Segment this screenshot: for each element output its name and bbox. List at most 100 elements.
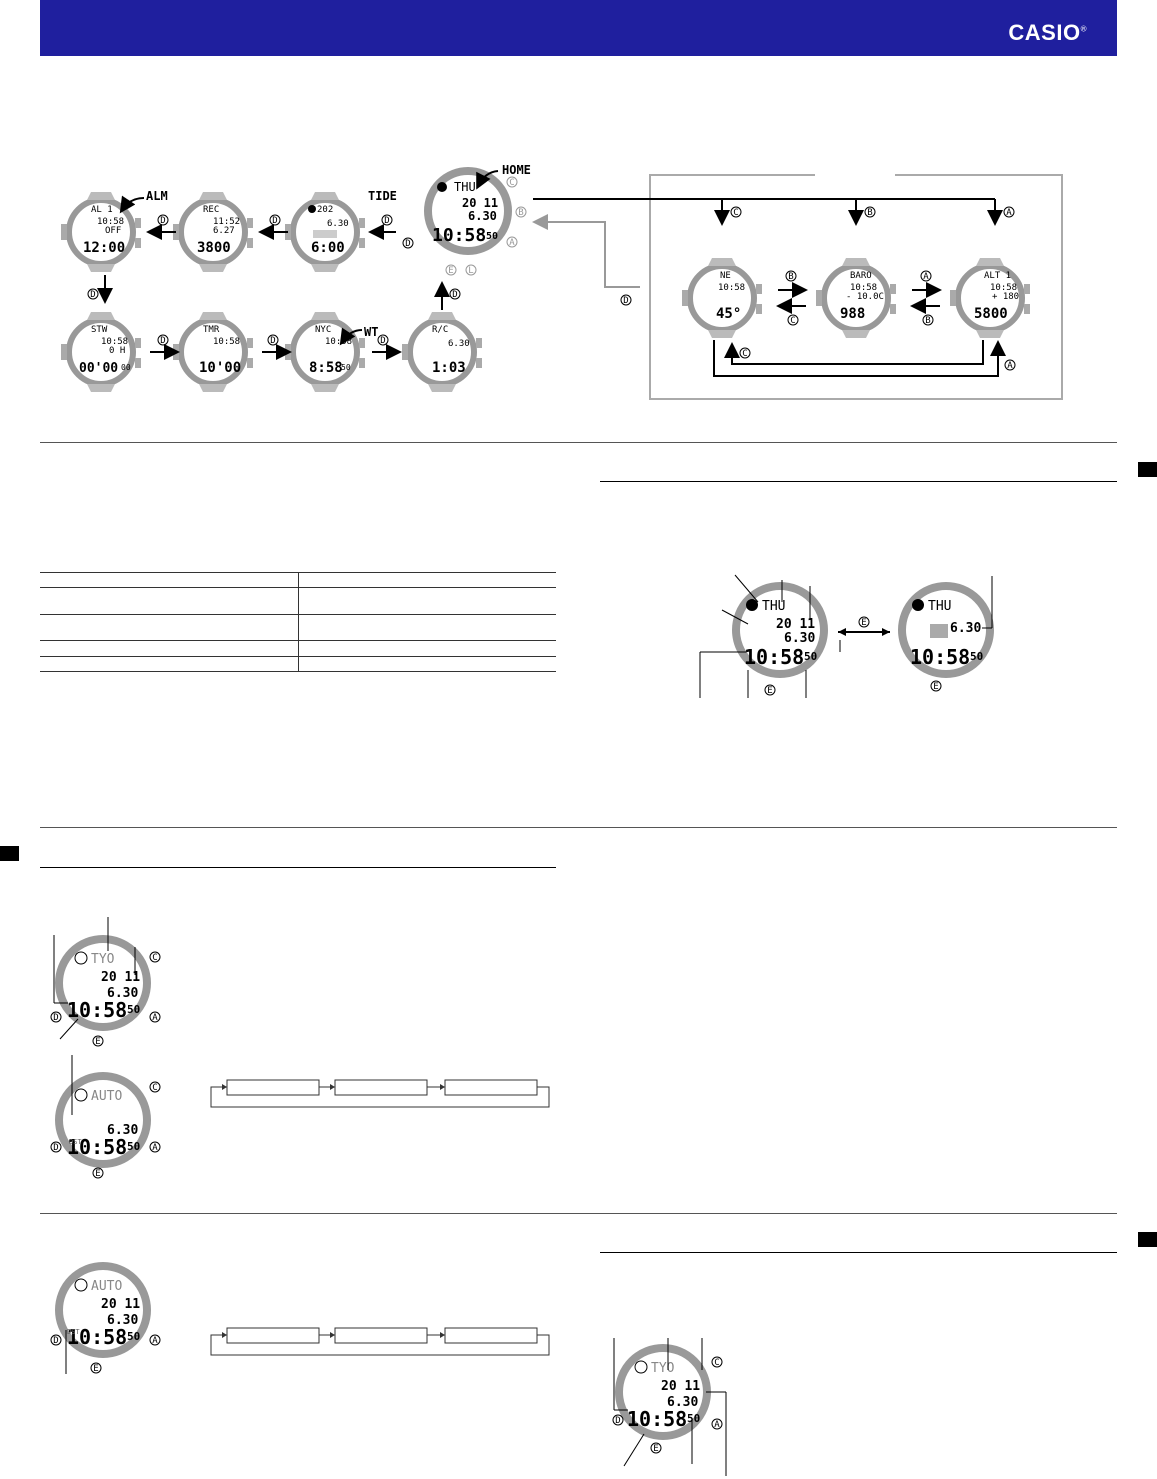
svg-text:A: A bbox=[1006, 208, 1012, 218]
stw-watch: STW 10:58 0 H 00'00 00 bbox=[61, 312, 141, 392]
svg-text:C: C bbox=[742, 349, 747, 359]
svg-text:C: C bbox=[509, 178, 514, 188]
home-label: HOME bbox=[502, 163, 531, 177]
svg-text:E: E bbox=[933, 682, 938, 692]
svg-text:20 11: 20 11 bbox=[776, 617, 815, 632]
svg-text:20 11: 20 11 bbox=[101, 1297, 140, 1312]
svg-text:E: E bbox=[861, 618, 866, 628]
svg-text:A: A bbox=[714, 1420, 720, 1430]
section-rule bbox=[600, 481, 1117, 482]
rec-main: 3800 bbox=[197, 240, 231, 256]
svg-text:C: C bbox=[152, 953, 157, 963]
svg-text:E: E bbox=[653, 1444, 658, 1454]
stw-hour: 0 H bbox=[109, 346, 125, 356]
baro-main: 988 bbox=[840, 306, 865, 322]
svg-text:A: A bbox=[923, 272, 929, 282]
svg-text:B: B bbox=[867, 208, 872, 218]
rc-watch: R/C 6.30 1:03 bbox=[402, 312, 482, 392]
svg-text:50: 50 bbox=[127, 1330, 140, 1343]
svg-text:E: E bbox=[448, 266, 453, 276]
timekeeping-diagram: THU 20 11 6.30 10:58 50 THU 6.30 10:58 5… bbox=[699, 574, 994, 698]
info-table bbox=[40, 572, 556, 672]
city-watch: TYO 20 11 6.30 10:58 50 bbox=[55, 935, 151, 1031]
svg-text:DST: DST bbox=[69, 1138, 82, 1146]
alm-time: 10:58 bbox=[97, 217, 124, 227]
alti-diff: + 180 bbox=[992, 292, 1019, 302]
tide-date: 6.30 bbox=[327, 219, 349, 229]
nyc-time: 10:58 bbox=[325, 337, 352, 347]
svg-text:B: B bbox=[788, 272, 793, 282]
svg-text:10:58: 10:58 bbox=[67, 1135, 127, 1159]
header-bar: CASIO® bbox=[40, 0, 1117, 56]
table-row bbox=[40, 640, 556, 656]
page-tab-marker bbox=[1138, 1232, 1157, 1247]
baro-top: BARO bbox=[850, 271, 872, 281]
svg-text:D: D bbox=[405, 239, 410, 249]
home-date: 6.30 bbox=[468, 209, 497, 223]
svg-text:50: 50 bbox=[127, 1140, 140, 1153]
nyc-watch: NYC 10:58 8:58 50 bbox=[285, 312, 365, 392]
svg-text:E: E bbox=[95, 1037, 100, 1047]
timekeeping-watch-left: THU 20 11 6.30 10:58 50 bbox=[732, 582, 828, 678]
nyc-main: 8:58 bbox=[309, 360, 343, 376]
city-flow bbox=[210, 1079, 550, 1108]
svg-text:50: 50 bbox=[804, 650, 817, 663]
svg-text:50: 50 bbox=[970, 650, 983, 663]
svg-text:E: E bbox=[93, 1364, 98, 1374]
svg-text:A: A bbox=[152, 1013, 158, 1023]
svg-text:D: D bbox=[160, 216, 165, 226]
svg-text:10:58: 10:58 bbox=[67, 998, 127, 1022]
compass-watch: NE 10:58 45° bbox=[682, 258, 762, 338]
section-rule bbox=[600, 1252, 1117, 1253]
svg-text:AUTO: AUTO bbox=[91, 1089, 122, 1104]
home-year: 20 11 bbox=[462, 196, 498, 210]
compass-time: 10:58 bbox=[718, 283, 745, 293]
svg-text:D: D bbox=[384, 216, 389, 226]
section-divider bbox=[40, 1213, 1117, 1214]
alti-watch: ALT 1 10:58 + 180 5800 bbox=[950, 258, 1030, 338]
section-rule bbox=[40, 867, 556, 868]
baro-watch: BARO 10:58 - 10.0C 988 bbox=[816, 258, 896, 338]
table-row bbox=[40, 572, 556, 587]
home-day: THU bbox=[454, 180, 476, 194]
tmr-top: TMR bbox=[203, 325, 220, 335]
alti-top: ALT 1 bbox=[984, 271, 1011, 281]
tide-main: 6:00 bbox=[311, 240, 345, 256]
rec-time: 11:52 bbox=[213, 217, 240, 227]
stw-sub: 00 bbox=[121, 363, 131, 372]
timekeeping-watch-right: THU 6.30 10:58 50 bbox=[898, 582, 994, 678]
svg-text:D: D bbox=[452, 290, 457, 300]
rc-top: R/C bbox=[432, 325, 448, 335]
svg-text:C: C bbox=[714, 1358, 719, 1368]
svg-text:50: 50 bbox=[127, 1003, 140, 1016]
home-sec: 50 bbox=[486, 231, 498, 242]
svg-text:D: D bbox=[53, 1336, 58, 1346]
stw-top: STW bbox=[91, 325, 108, 335]
svg-text:D: D bbox=[623, 296, 628, 306]
tide-top: 202 bbox=[317, 205, 333, 215]
tide-watch: 202 6.30 6:00 bbox=[285, 192, 365, 272]
svg-text:D: D bbox=[615, 1416, 620, 1426]
svg-text:6.30: 6.30 bbox=[107, 986, 138, 1001]
svg-text:E: E bbox=[95, 1169, 100, 1179]
page-tab-marker bbox=[1138, 462, 1157, 477]
tmr-main: 10'00 bbox=[199, 360, 241, 376]
section-divider bbox=[40, 442, 1117, 443]
mode-diagram: THU 20 11 6.30 10:58 50 HOME 202 6.30 6:… bbox=[40, 163, 1063, 400]
svg-text:TYO: TYO bbox=[651, 1361, 675, 1376]
svg-text:C: C bbox=[733, 208, 738, 218]
svg-text:6.30: 6.30 bbox=[667, 1395, 698, 1410]
svg-text:D: D bbox=[380, 336, 385, 346]
svg-text:10:58: 10:58 bbox=[910, 645, 970, 669]
alm-top: AL 1 bbox=[91, 205, 113, 215]
svg-text:D: D bbox=[272, 216, 277, 226]
svg-text:D: D bbox=[270, 336, 275, 346]
svg-text:E: E bbox=[767, 686, 772, 696]
nyc-top: NYC bbox=[315, 325, 331, 335]
svg-text:6.30: 6.30 bbox=[107, 1123, 138, 1138]
alm-watch: AL 1 10:58 OFF 12:00 bbox=[61, 192, 141, 272]
alm-state: OFF bbox=[105, 226, 121, 236]
svg-text:10:58: 10:58 bbox=[627, 1407, 687, 1431]
svg-text:D: D bbox=[90, 290, 95, 300]
dst-watch: AUTO 20 11 6.30 10:58 50 DST bbox=[55, 1262, 151, 1358]
